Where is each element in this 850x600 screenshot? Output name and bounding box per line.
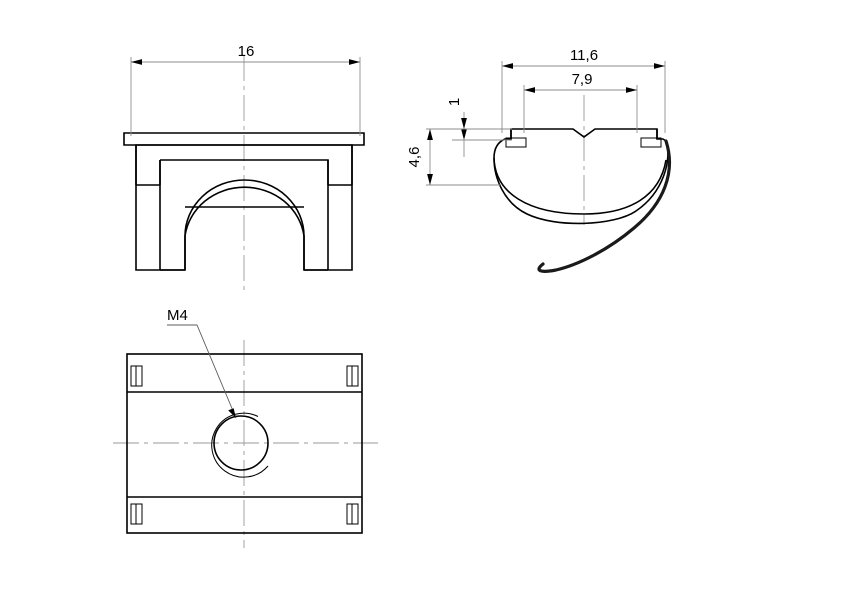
dimension-4-6: 4,6 xyxy=(406,128,512,186)
dim-16-text: 16 xyxy=(238,43,255,60)
front-view-body-outline xyxy=(135,144,353,271)
side-view-belly-arc xyxy=(493,157,667,215)
bottom-view-rails xyxy=(127,391,362,498)
thread-major-arc xyxy=(211,412,269,478)
dimension-11-6: 11,6 xyxy=(501,47,666,133)
corner-slot-top-left xyxy=(130,365,143,387)
bottom-view-corner-slots xyxy=(130,365,359,525)
corner-slot-bottom-left xyxy=(130,503,143,525)
dimension-1: 1 xyxy=(440,98,512,157)
m4-leader-arrowhead xyxy=(228,408,236,418)
bottom-view: M4 xyxy=(113,307,378,548)
dim-11-6-text: 11,6 xyxy=(570,47,598,64)
m4-leader-line xyxy=(167,324,237,419)
bottom-view-plate xyxy=(126,353,363,534)
corner-slot-top-right xyxy=(346,365,359,387)
dimension-16: 16 xyxy=(130,43,361,136)
bottom-view-m4-thread-hole xyxy=(211,412,269,478)
side-view: 11,6 7,9 1 4,6 xyxy=(406,47,671,273)
front-view-side-walls xyxy=(135,145,353,270)
thread-minor-circle xyxy=(213,415,269,471)
front-view-arch-cutout xyxy=(184,179,305,270)
front-view-top-flange xyxy=(123,132,365,146)
corner-slot-bottom-right xyxy=(346,503,359,525)
dim-1-text: 1 xyxy=(446,98,463,106)
side-view-left-tab xyxy=(505,129,527,148)
m4-label: M4 xyxy=(167,307,188,324)
front-view: 16 xyxy=(123,43,365,290)
note-m4: M4 xyxy=(167,307,237,419)
side-view-profile xyxy=(493,128,669,225)
bottom-view-outline xyxy=(126,353,363,534)
dimension-7-9: 7,9 xyxy=(523,71,638,133)
dim-4-6-text: 4,6 xyxy=(406,147,423,168)
side-view-right-tab xyxy=(640,129,662,148)
dim-7-9-text: 7,9 xyxy=(572,71,593,88)
side-view-handdrawn-swoosh xyxy=(537,139,671,273)
